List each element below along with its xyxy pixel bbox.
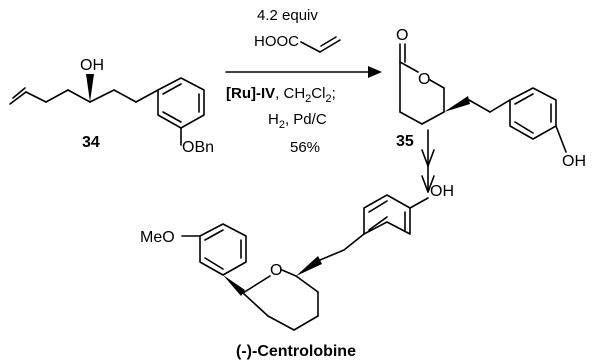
condition-hydrogenation: H2, Pd/C	[268, 111, 327, 131]
solvent-subscript-1: 2	[305, 93, 311, 105]
stereo-wedge	[444, 96, 470, 112]
solvent-cl: Cl	[311, 85, 325, 102]
phenol-oh-label: OH	[562, 153, 586, 170]
compound-number-34: 34	[82, 134, 100, 151]
palladium-label: , Pd/C	[285, 111, 327, 128]
centrolobine-name: (-)-Centrolobine	[236, 343, 356, 360]
stereo-wedge	[296, 256, 322, 276]
methoxy-label: MeO	[140, 229, 175, 246]
hydrogen-label: H	[268, 111, 279, 128]
stereo-wedge	[223, 275, 245, 296]
solvent-semicolon: ;	[332, 85, 336, 102]
stereo-wedge	[86, 74, 94, 102]
ring-oxygen-label: O	[418, 71, 430, 88]
reaction-yield: 56%	[290, 139, 320, 156]
condition-equiv: 4.2 equiv	[257, 7, 318, 24]
catalyst-label: [Ru]-IV	[226, 85, 275, 102]
hydrogen-subscript: 2	[279, 119, 285, 131]
centrolobine-oh-label: OH	[430, 183, 454, 200]
compound-number-35: 35	[396, 133, 414, 150]
reaction-arrow-group: 4.2 equiv HOOC [Ru]-IV, CH2Cl2; H2, Pd/C…	[225, 7, 382, 156]
multistep-arrow	[421, 129, 435, 193]
reaction-arrow-head	[368, 66, 382, 78]
benzyloxy-label: OBn	[182, 139, 214, 156]
hydroxyl-label: OH	[80, 57, 104, 74]
pyran-oxygen-label: O	[270, 262, 282, 279]
centrolobine-structure: MeO O OH (-)-Centrolobine	[140, 183, 454, 360]
compound-35-structure: O O OH 35	[396, 27, 586, 170]
solvent-subscript-2: 2	[325, 93, 331, 105]
condition-acrylic-acid: HOOC	[254, 33, 299, 50]
condition-catalyst-line: [Ru]-IV, CH2Cl2;	[226, 85, 336, 105]
compound-34-structure: OH OBn 34	[9, 57, 214, 156]
solvent-prefix: , CH	[275, 85, 305, 102]
carbonyl-oxygen-label: O	[396, 27, 408, 44]
